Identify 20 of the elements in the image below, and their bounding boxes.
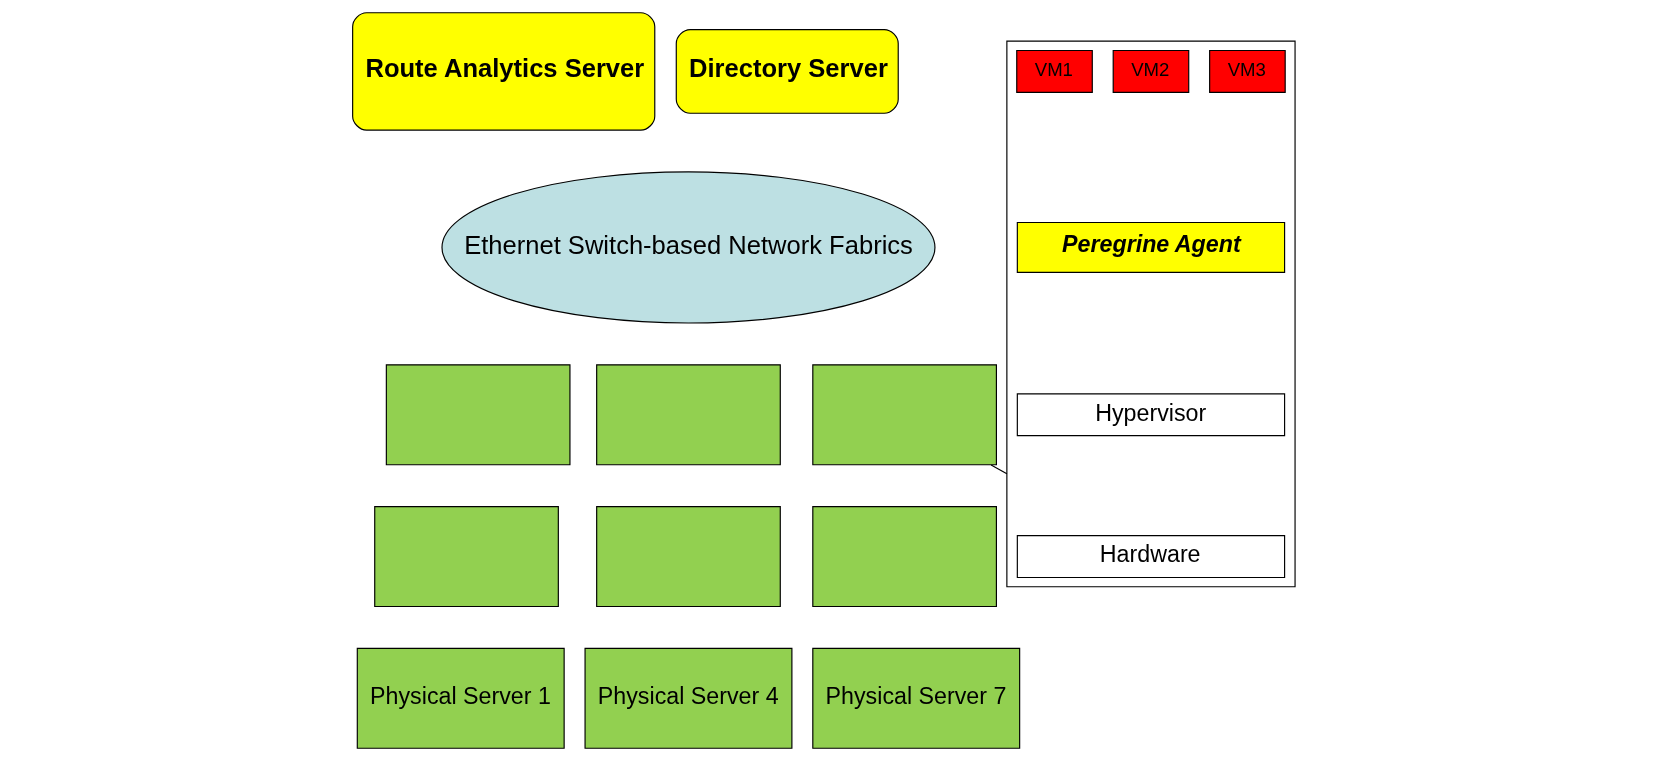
node-box: Route Analytics Server xyxy=(351,12,655,131)
node-box: Hypervisor xyxy=(1016,393,1285,437)
node-box: Hardware xyxy=(1016,535,1285,579)
node-box: VM1 xyxy=(1015,49,1093,93)
node-box xyxy=(595,364,781,466)
node-box: VM2 xyxy=(1112,49,1189,93)
node-box: Physical Server 1 xyxy=(356,647,565,749)
node-box xyxy=(595,506,781,608)
node-box: Peregrine Agent xyxy=(1016,221,1285,273)
node-ellipse: Ethernet Switch-based Network Fabrics xyxy=(440,171,936,324)
node-box: Directory Server xyxy=(675,29,899,114)
node-box xyxy=(373,506,559,608)
cluster xyxy=(1005,40,1296,588)
connector xyxy=(990,464,1007,475)
node-box xyxy=(811,506,997,608)
node-box: VM3 xyxy=(1208,49,1286,93)
node-box: Physical Server 4 xyxy=(583,647,792,749)
node-box: Physical Server 7 xyxy=(811,647,1020,749)
node-box xyxy=(385,364,571,466)
node-box xyxy=(811,364,997,466)
